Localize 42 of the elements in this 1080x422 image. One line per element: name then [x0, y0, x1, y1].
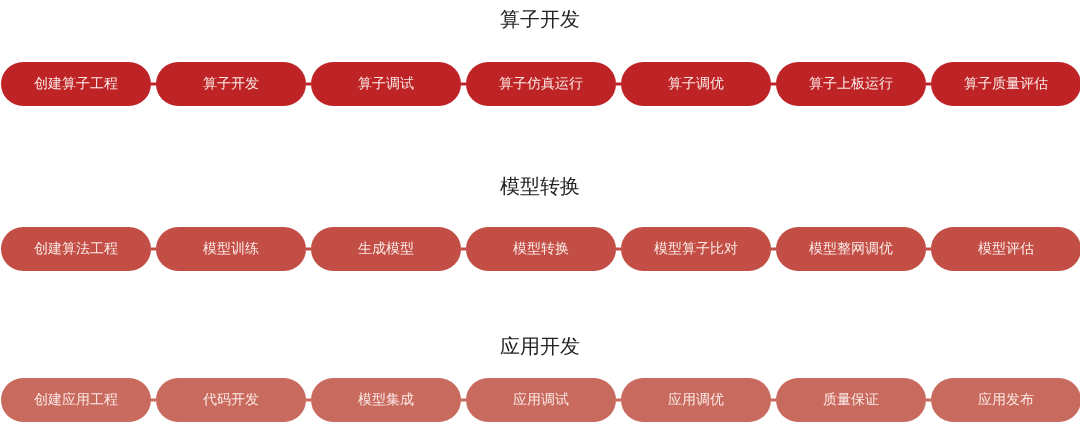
connector-line: [926, 247, 931, 251]
section-title: 算子开发: [500, 7, 580, 31]
process-pill: 质量保证: [776, 378, 926, 422]
connector-line: [151, 398, 156, 402]
section-title: 应用开发: [500, 334, 580, 358]
connector-line: [771, 398, 776, 402]
connector-line: [771, 247, 776, 251]
connector-line: [616, 82, 621, 86]
connector-line: [461, 398, 466, 402]
process-pill: 算子上板运行: [776, 62, 926, 106]
process-pill: 应用调试: [466, 378, 616, 422]
process-pill: 创建算子工程: [1, 62, 151, 106]
connector-line: [926, 398, 931, 402]
process-pill: 模型算子比对: [621, 227, 771, 271]
connector-line: [306, 398, 311, 402]
process-pill: 创建应用工程: [1, 378, 151, 422]
connector-line: [461, 82, 466, 86]
process-pill: 应用调优: [621, 378, 771, 422]
process-pill: 算子仿真运行: [466, 62, 616, 106]
connector-line: [306, 82, 311, 86]
connector-line: [306, 247, 311, 251]
process-pill: 模型转换: [466, 227, 616, 271]
section-title: 模型转换: [500, 174, 580, 198]
process-pill: 代码开发: [156, 378, 306, 422]
connector-line: [616, 398, 621, 402]
process-pill: 模型评估: [931, 227, 1080, 271]
process-pill: 生成模型: [311, 227, 461, 271]
connector-line: [151, 247, 156, 251]
process-pill: 算子调试: [311, 62, 461, 106]
connector-line: [461, 247, 466, 251]
connector-line: [926, 82, 931, 86]
process-pill: 模型集成: [311, 378, 461, 422]
process-pill: 创建算法工程: [1, 227, 151, 271]
process-pill: 模型训练: [156, 227, 306, 271]
connector-line: [151, 82, 156, 86]
process-pill: 算子质量评估: [931, 62, 1080, 106]
process-pill: 算子调优: [621, 62, 771, 106]
connector-line: [616, 247, 621, 251]
connector-line: [771, 82, 776, 86]
process-pill: 算子开发: [156, 62, 306, 106]
process-pill: 应用发布: [931, 378, 1080, 422]
process-pill: 模型整网调优: [776, 227, 926, 271]
